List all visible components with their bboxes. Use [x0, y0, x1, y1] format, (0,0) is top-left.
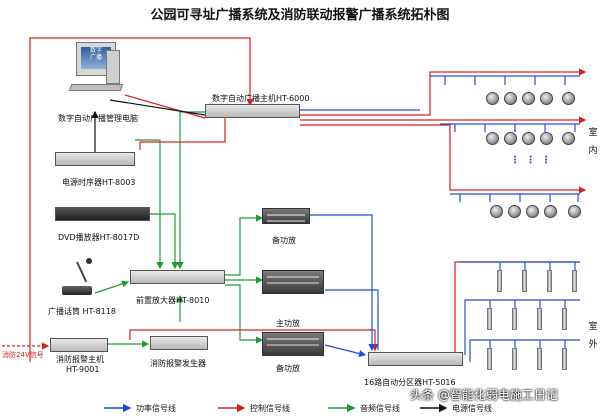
fire-alarm-generator [150, 336, 208, 350]
column-speaker [547, 270, 552, 292]
pc-screen: 数字 广播 [81, 47, 111, 69]
mic-neck [76, 261, 88, 283]
watermark-text: 头条 @智能化弱电施工日记 [410, 388, 558, 402]
alarm-gen-label: 消防报警发生器 [150, 359, 206, 368]
ceiling-speaker [568, 205, 581, 218]
main-amplifier [262, 270, 324, 294]
fire-alarm-host [50, 338, 108, 352]
amp2-top-label: 主功放 [276, 319, 300, 328]
column-speaker [562, 308, 567, 330]
ceiling-speaker [544, 205, 557, 218]
indoor-zone-label: 室 内 [588, 128, 598, 156]
ceiling-speaker [486, 132, 499, 145]
ceiling-speaker [486, 92, 499, 105]
backup-amplifier-1 [262, 208, 310, 224]
pre-amplifier [130, 270, 225, 284]
ceiling-speaker [522, 92, 535, 105]
pc-label: 数字自动广播管理电脑 [58, 114, 138, 123]
pc-keyboard [68, 84, 124, 91]
host-label: 数字自动广播主机HT-6000 [212, 94, 310, 103]
ceiling-speaker [504, 132, 517, 145]
ceiling-speaker [522, 132, 535, 145]
legend-control: 控制信号线 [250, 404, 290, 413]
ceiling-speaker [504, 92, 517, 105]
auto-zoner [368, 352, 463, 366]
column-speaker [497, 270, 502, 292]
management-pc: 数字 广播 [68, 42, 126, 104]
mic-head [86, 258, 92, 264]
microphone [60, 258, 100, 298]
ceiling-speaker [540, 132, 553, 145]
column-speaker [512, 348, 517, 370]
column-speaker [537, 348, 542, 370]
fire-host-label-2: HT-9001 [66, 365, 100, 374]
mic-base [62, 286, 92, 295]
column-speaker [487, 348, 492, 370]
amp2-label: 备功放 [276, 364, 300, 373]
column-speaker [572, 270, 577, 292]
digital-broadcast-host [205, 104, 300, 118]
column-speaker [537, 308, 542, 330]
column-speaker [487, 308, 492, 330]
dvd-label: DVD播放器HT-8017D [58, 233, 140, 242]
backup-amplifier-2 [262, 332, 324, 356]
column-speaker [522, 270, 527, 292]
fire-signal-label: 消防24V信号 [2, 351, 44, 359]
legend-audio: 音频信号线 [360, 404, 400, 413]
fire-host-label-1: 消防报警主机 [56, 355, 104, 364]
preamp-label: 前置放大器HT-8010 [136, 296, 210, 305]
ceiling-speaker [562, 92, 575, 105]
column-speaker [562, 348, 567, 370]
column-speaker [512, 308, 517, 330]
zoner-label: 16路自动分区器HT-5016 [364, 378, 456, 387]
ceiling-speaker [526, 205, 539, 218]
ceiling-speaker [490, 205, 503, 218]
ceiling-speaker [540, 92, 553, 105]
ceiling-speaker [562, 132, 575, 145]
indoor-more-dots: ⋮ ⋮ ⋮ [510, 155, 552, 166]
amp1-label: 备功放 [272, 236, 296, 245]
sequencer-label: 电源时序器HT-8003 [62, 178, 136, 187]
pc-tower [106, 50, 120, 84]
legend-supply: 电源信号线 [452, 404, 492, 413]
diagram-title: 公园可寻址广播系统及消防联动报警广播系统拓朴图 [150, 8, 450, 23]
outdoor-zone-label: 室 外 [588, 322, 598, 350]
ceiling-speaker [508, 205, 521, 218]
legend-power: 功率信号线 [136, 404, 176, 413]
power-sequencer [55, 152, 135, 166]
mic-label: 广播话筒 HT-8118 [48, 307, 116, 316]
dvd-player [55, 207, 150, 221]
